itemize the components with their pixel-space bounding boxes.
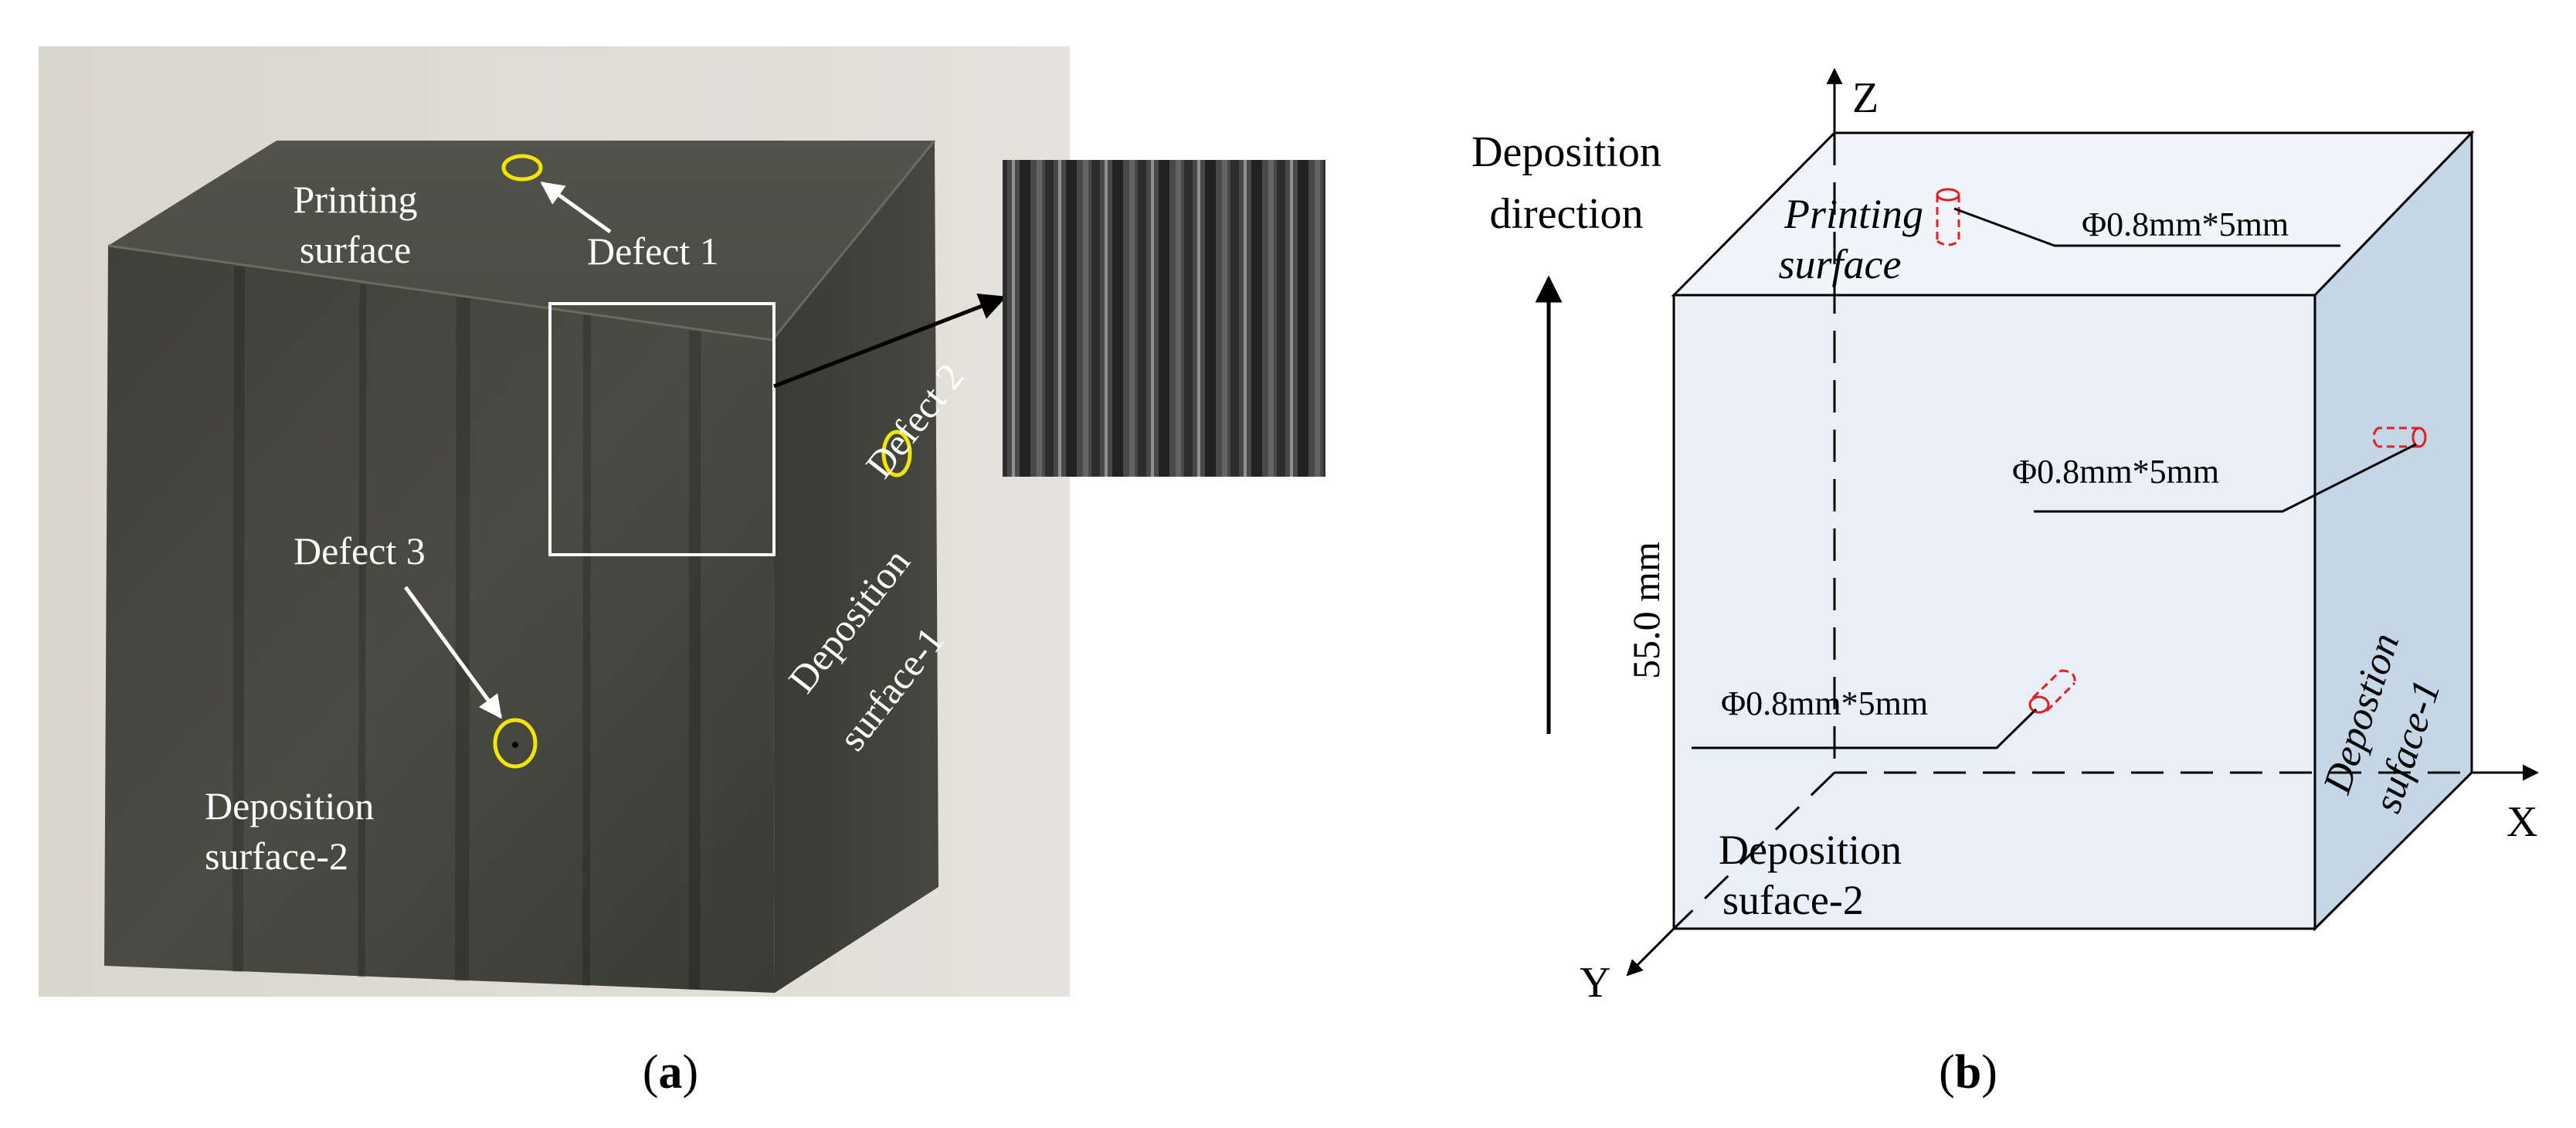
cube-top-face bbox=[108, 141, 935, 340]
deposition-surface-2-label-line1: Deposition bbox=[205, 784, 374, 827]
deposition-direction-label-line1: Deposition bbox=[1471, 128, 1661, 176]
hole-3-leader bbox=[1692, 708, 2038, 749]
layer-streaks bbox=[232, 266, 701, 990]
hole-3-label: Φ0.8mm*5mm bbox=[1721, 685, 1928, 722]
height-dimension-label: 55.0 mm bbox=[1624, 542, 1668, 679]
panel-b-caption: (b) bbox=[1939, 1046, 1997, 1099]
cube-side-face bbox=[772, 141, 938, 993]
panel-a-caption: (a) bbox=[643, 1046, 698, 1099]
hidden-axes bbox=[1672, 133, 2472, 930]
defect-3-hole bbox=[512, 742, 518, 748]
defect-3-marker bbox=[493, 718, 538, 769]
y-axis bbox=[1626, 927, 1675, 977]
defect-1-marker bbox=[501, 154, 543, 182]
printing-surface-label-line1: Printing bbox=[1784, 191, 1923, 237]
hole-2-leader bbox=[2034, 443, 2417, 513]
hole-1-icon bbox=[1936, 188, 1960, 246]
deposition-surface-2-label-line2: suface-2 bbox=[1722, 877, 1864, 923]
defect-1-label: Defect 1 bbox=[587, 229, 719, 273]
defect-3-arrow bbox=[403, 586, 503, 719]
defect-3-label: Defect 3 bbox=[294, 529, 426, 572]
axis-x-label: X bbox=[2506, 798, 2537, 846]
printing-surface-label-line2: surface bbox=[300, 228, 411, 271]
magnify-arrow bbox=[773, 294, 1007, 389]
axis-z-label: Z bbox=[1852, 74, 1879, 122]
magnified-inset bbox=[1003, 160, 1325, 477]
panel-b: Z X Y Deposition direction 55.0 mm Print… bbox=[1471, 67, 2540, 1099]
magnified-inset-sheen bbox=[1003, 160, 1325, 477]
panel-a: Printing surface Defect 1 Defect 2 Defec… bbox=[39, 46, 1325, 1099]
deposition-direction-label-line2: direction bbox=[1489, 190, 1643, 238]
defect-2-marker bbox=[881, 430, 912, 477]
hole-1-leader bbox=[1953, 207, 2340, 247]
printing-surface-label-line1: Printing bbox=[293, 178, 417, 221]
hole-3-icon bbox=[2028, 669, 2076, 714]
defect-1-arrow bbox=[540, 181, 612, 234]
deposition-surface-2-label-line2: surface-2 bbox=[205, 834, 348, 878]
magnified-region-box bbox=[548, 302, 776, 556]
cube-front-face bbox=[104, 246, 775, 993]
hole-2-label: Φ0.8mm*5mm bbox=[2012, 453, 2219, 491]
printing-surface-label-line2: surface bbox=[1779, 241, 1902, 287]
deposition-surface-2-label-line1: Deposition bbox=[1719, 827, 1902, 873]
hole-1-label: Φ0.8mm*5mm bbox=[2082, 206, 2289, 243]
axis-y-label: Y bbox=[1580, 959, 1610, 1007]
